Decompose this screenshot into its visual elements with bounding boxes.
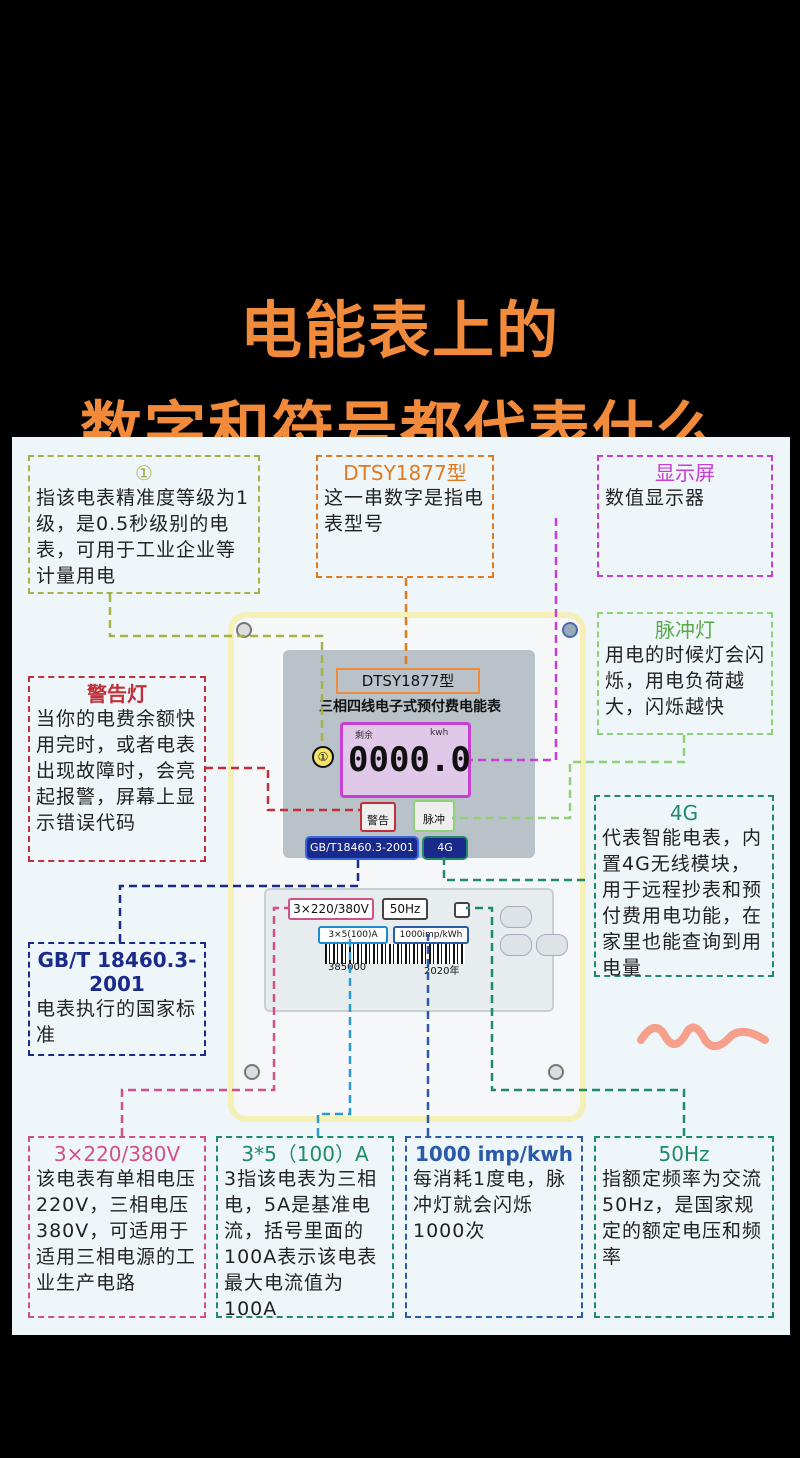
frequency-heading: 50Hz (658, 1142, 710, 1166)
freq-plate: 50Hz (382, 898, 428, 920)
accuracy-text: 指该电表精准度等级为1级，是0.5秒级别的电表，可用于工业企业等计量用电 (36, 487, 250, 587)
fourg-heading: 4G (669, 801, 699, 825)
fourg-text: 代表智能电表，内置4G无线模块，用于远程抄表和预付费用电功能，在家里也能查询到用… (602, 827, 763, 979)
lcd-label-remaining: 剩余 (355, 731, 374, 741)
model-text: 这一串数字是指电表型号 (324, 487, 485, 535)
warning-text: 当你的电费余额快用完时，或者电表出现故障时，会亮起报警，屏幕上显示错误代码 (36, 708, 197, 834)
meter-subtitle: 三相四线电子式预付费电能表 (319, 699, 501, 715)
current-plate: 3×5(100)A (318, 926, 388, 944)
imp-heading: 1000 imp/kwh (415, 1142, 573, 1166)
serial-number: 385000 (328, 962, 367, 973)
pulse-text: 用电的时候灯会闪烁，用电负荷越大，闪烁越快 (605, 644, 766, 718)
model-annotation: DTSY1877型 这一串数字是指电表型号 (316, 455, 494, 578)
pulse-annotation: 脉冲灯 用电的时候灯会闪烁，用电负荷越大，闪烁越快 (597, 612, 773, 735)
frequency-text: 指额定频率为交流50Hz，是国家规定的额定电压和频率 (602, 1168, 763, 1268)
manufacture-year: 2020年 (424, 966, 460, 977)
accuracy-annotation: ① 指该电表精准度等级为1级，是0.5秒级别的电表，可用于工业企业等计量用电 (28, 455, 260, 594)
model-heading: DTSY1877型 (343, 461, 467, 485)
warning-annotation: 警告灯 当你的电费余额快用完时，或者电表出现故障时，会亮起报警，屏幕上显示错误代… (28, 676, 206, 862)
button (536, 934, 568, 956)
standard-text: 电表执行的国家标准 (36, 998, 197, 1046)
screw-icon (244, 1064, 260, 1080)
warning-lamp: 警告 (360, 802, 396, 832)
decorative-squiggle-icon (637, 1023, 769, 1050)
screw-icon (548, 1064, 564, 1080)
fourg-annotation: 4G 代表智能电表，内置4G无线模块，用于远程抄表和预付费用电功能，在家里也能查… (594, 795, 774, 979)
imp-annotation: 1000 imp/kwh 每消耗1度电，脉冲灯就会闪烁1000次 (405, 1136, 583, 1318)
display-annotation: 显示屏 数值显示器 (597, 455, 773, 577)
standard-strip: GB/T18460.3-2001 (305, 836, 419, 860)
title-line-1: 电能表上的 (239, 294, 560, 367)
accuracy-mark: ① (312, 746, 334, 768)
status-square (454, 902, 470, 918)
current-text: 3指该电表为三相电，5A是基准电流，括号里面的100A表示该电表最大电流值为10… (224, 1168, 378, 1320)
lcd-screen (340, 722, 471, 798)
meter-model-label: DTSY1877型 (336, 668, 480, 694)
lcd-label-unit: kwh (430, 728, 449, 738)
barcode (325, 944, 465, 964)
button (500, 934, 532, 956)
voltage-annotation: 3×220/380V 该电表有单相电压220V，三相电压380V，可适用于适用三… (28, 1136, 206, 1318)
lcd-value: 0000.0 (348, 740, 471, 780)
button (500, 906, 532, 928)
pulse-heading: 脉冲灯 (655, 618, 715, 642)
standard-annotation: GB/T 18460.3-2001 电表执行的国家标准 (28, 942, 206, 1056)
voltage-plate: 3×220/380V (288, 898, 374, 920)
current-annotation: 3*5（100）A 3指该电表为三相电，5A是基准电流，括号里面的100A表示该… (216, 1136, 394, 1320)
pulse-lamp: 脉冲 (413, 800, 455, 832)
imp-text: 每消耗1度电，脉冲灯就会闪烁1000次 (413, 1168, 567, 1242)
current-heading: 3*5（100）A (241, 1142, 369, 1166)
imp-plate: 1000imp/kWh (393, 926, 469, 944)
standard-heading: GB/T 18460.3-2001 (37, 948, 197, 996)
frequency-annotation: 50Hz 指额定频率为交流50Hz，是国家规定的额定电压和频率 (594, 1136, 774, 1318)
accuracy-heading: ① (135, 461, 153, 485)
voltage-heading: 3×220/380V (53, 1142, 181, 1166)
display-text: 数值显示器 (605, 487, 706, 509)
warning-heading: 警告灯 (87, 682, 147, 706)
voltage-text: 该电表有单相电压220V，三相电压380V，可适用于适用三相电源的工业生产电路 (36, 1168, 197, 1294)
display-heading: 显示屏 (655, 461, 715, 485)
screw-icon (562, 622, 578, 638)
